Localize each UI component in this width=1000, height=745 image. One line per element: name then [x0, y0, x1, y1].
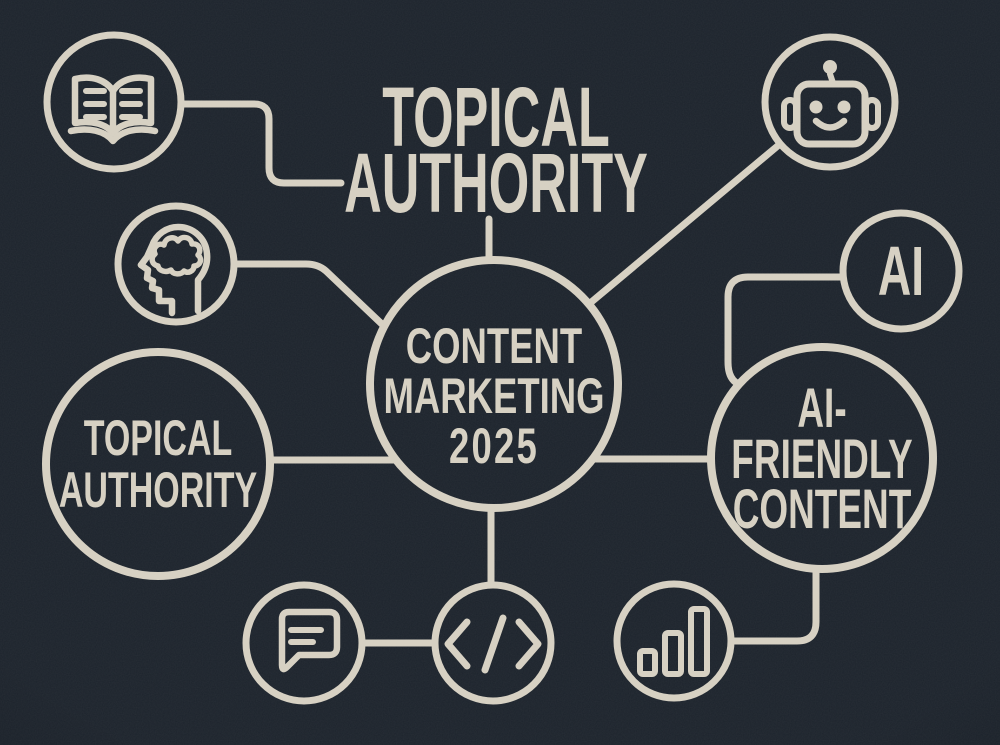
mindmap-infographic: TOPICAL AUTHORITY — [0, 0, 1000, 745]
grain-texture — [0, 0, 1000, 745]
mindmap-canvas: TOPICAL AUTHORITY — [0, 0, 1000, 745]
